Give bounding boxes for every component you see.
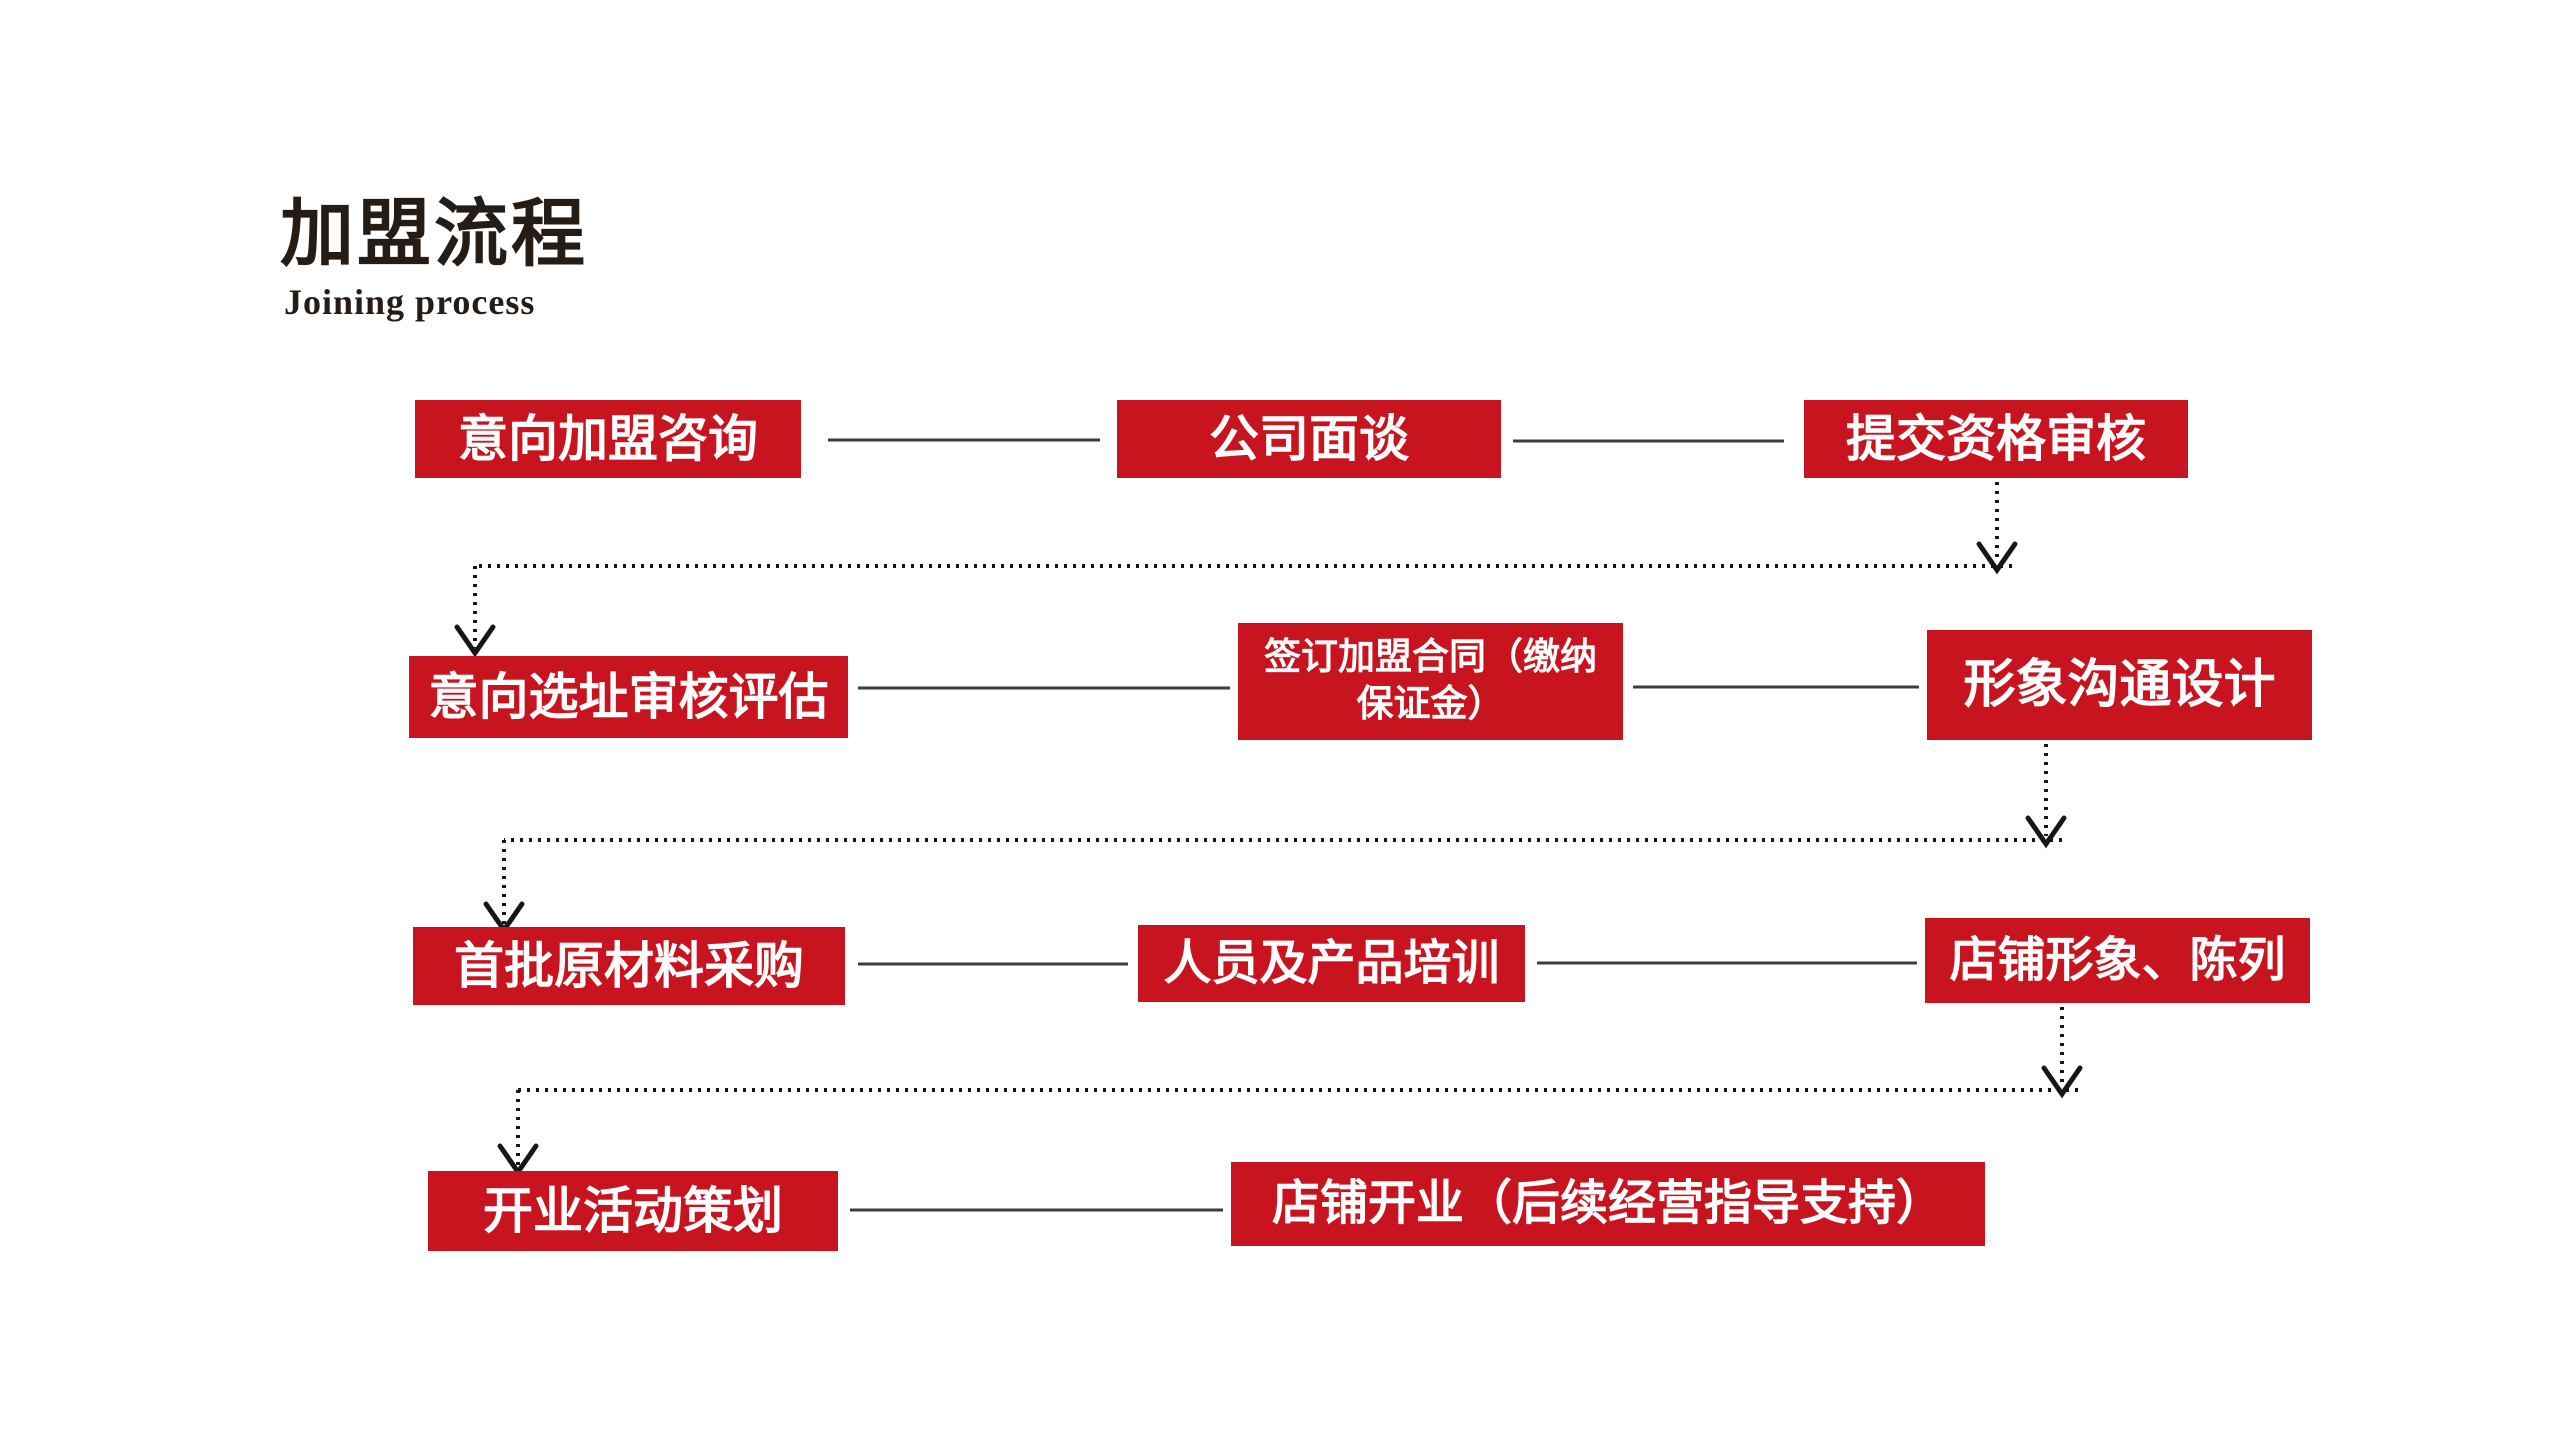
connector-row3-row4 [497, 1007, 2083, 1177]
flow-node-submit-qualification-review: 提交资格审核 [1804, 400, 2188, 478]
flow-node-image-communication-design: 形象沟通设计 [1927, 630, 2312, 740]
flow-node-staff-product-training: 人员及产品培训 [1138, 925, 1525, 1002]
flow-node-store-image-display: 店铺形象、陈列 [1925, 918, 2310, 1003]
flow-node-store-opening: 店铺开业（后续经营指导支持） [1231, 1162, 1985, 1246]
connector-row2-row3 [483, 744, 2067, 935]
page-subtitle: Joining process [284, 282, 536, 322]
flow-node-company-interview: 公司面谈 [1117, 400, 1501, 478]
page-title: 加盟流程 [280, 194, 588, 276]
flow-node-first-materials-purchase: 首批原材料采购 [413, 927, 845, 1005]
flow-node-opening-activity-planning: 开业活动策划 [428, 1171, 838, 1251]
connector-row1-row2 [454, 482, 2018, 658]
flow-node-sign-franchise-contract: 签订加盟合同（缴纳保证金） [1238, 623, 1623, 740]
flow-node-intention-consult: 意向加盟咨询 [415, 400, 801, 478]
flow-node-site-selection-review: 意向选址审核评估 [409, 656, 848, 738]
